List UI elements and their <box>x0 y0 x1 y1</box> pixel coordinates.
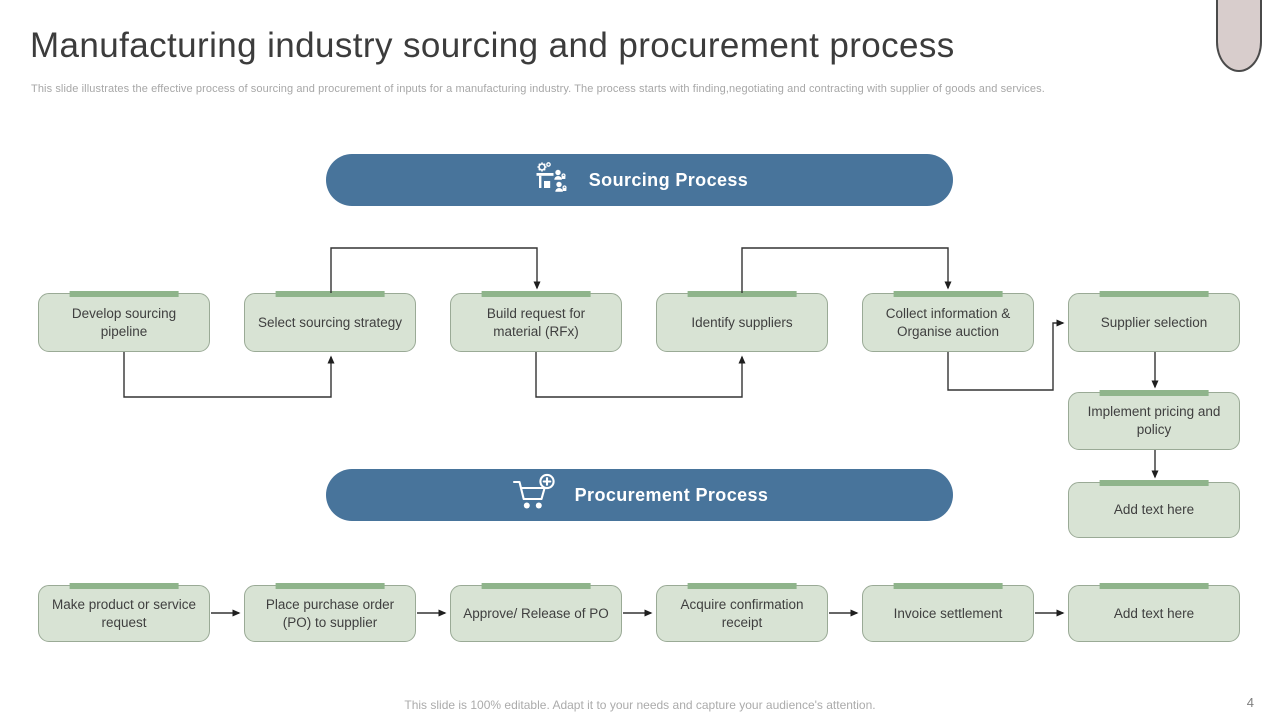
step-place-purchase-order: Place purchase order (PO) to supplier <box>244 585 416 642</box>
step-label: Add text here <box>1113 502 1195 518</box>
procurement-process-header: Procurement Process <box>326 469 953 521</box>
procurement-process-title: Procurement Process <box>574 484 769 505</box>
step-label: Supplier selection <box>1100 314 1208 330</box>
step-approve-release-of-po: Approve/ Release of PO <box>450 585 622 642</box>
step-collect-information-organise-auction: Collect information & Organise auction <box>862 293 1034 352</box>
step-label: Build request for material (RFx) <box>486 305 586 339</box>
step-add-text-here-procurement: Add text here <box>1068 585 1240 642</box>
step-implement-pricing-and-policy: Implement pricing and policy <box>1068 392 1240 450</box>
step-add-text-here-sourcing: Add text here <box>1068 482 1240 538</box>
step-make-product-or-service-request: Make product or service request <box>38 585 210 642</box>
step-label: Select sourcing strategy <box>257 314 403 330</box>
sourcing-process-header: Sourcing Process <box>326 154 953 206</box>
step-supplier-selection: Supplier selection <box>1068 293 1240 352</box>
corner-arch-decoration <box>1216 0 1262 72</box>
cart-plus-icon <box>511 473 557 517</box>
step-label: Place purchase order (PO) to supplier <box>265 596 395 630</box>
editable-note: This slide is 100% editable. Adapt it to… <box>404 698 876 712</box>
sourcing-process-title: Sourcing Process <box>588 169 749 190</box>
page-title: Manufacturing industry sourcing and proc… <box>30 26 955 65</box>
step-label: Invoice settlement <box>893 605 1003 621</box>
step-label: Add text here <box>1113 605 1195 621</box>
step-acquire-confirmation-receipt: Acquire confirmation receipt <box>656 585 828 642</box>
step-invoice-settlement: Invoice settlement <box>862 585 1034 642</box>
step-identify-suppliers: Identify suppliers <box>656 293 828 352</box>
step-label: Identify suppliers <box>691 314 793 330</box>
step-label: Make product or service request <box>51 596 197 630</box>
sourcing-icon <box>531 160 571 200</box>
step-label: Collect information & Organise auction <box>885 305 1011 339</box>
step-build-request-for-material: Build request for material (RFx) <box>450 293 622 352</box>
step-develop-sourcing-pipeline: Develop sourcing pipeline <box>38 293 210 352</box>
page-subtitle: This slide illustrates the effective pro… <box>31 83 1045 95</box>
page-number: 4 <box>1246 695 1254 710</box>
step-label: Implement pricing and policy <box>1087 404 1221 437</box>
step-label: Develop sourcing pipeline <box>71 305 177 339</box>
step-label: Approve/ Release of PO <box>463 605 609 621</box>
step-select-sourcing-strategy: Select sourcing strategy <box>244 293 416 352</box>
step-label: Acquire confirmation receipt <box>680 596 804 630</box>
